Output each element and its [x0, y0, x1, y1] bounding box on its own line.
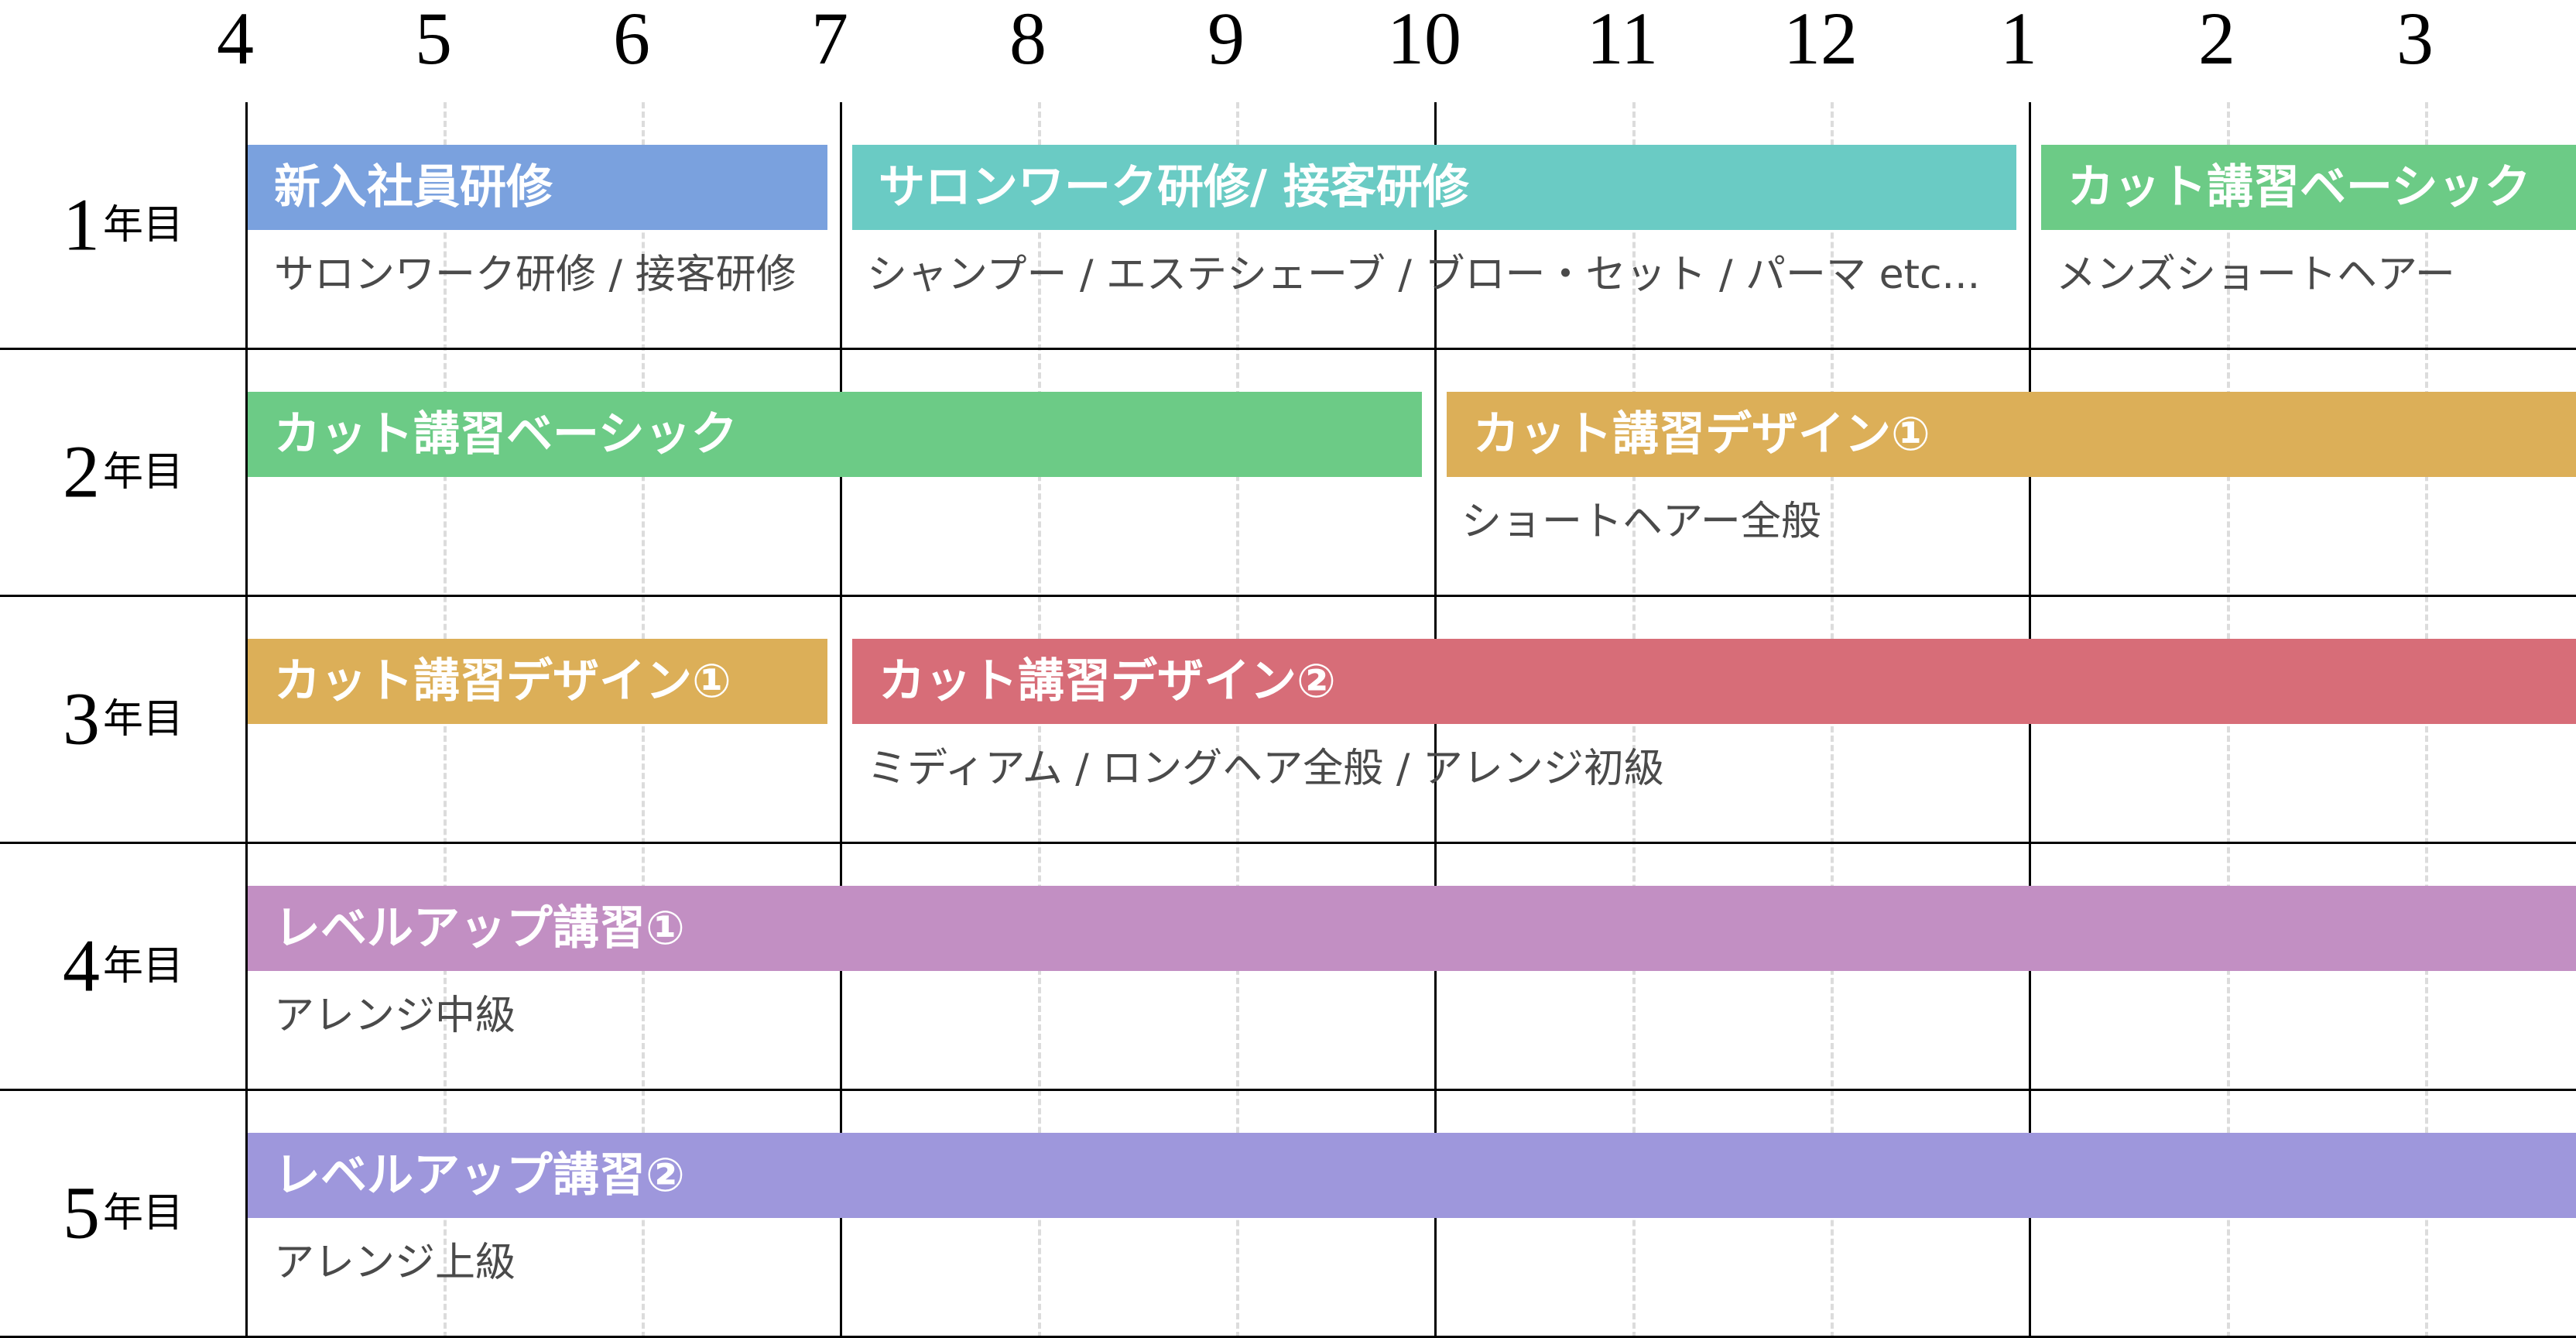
course-note: アレンジ上級	[274, 1240, 516, 1286]
course-note: アレンジ中級	[274, 993, 516, 1039]
row-divider	[0, 348, 2576, 350]
year-label: 2年目	[0, 417, 246, 526]
course-bar: カット講習ベーシック	[248, 392, 1422, 477]
month-label: 6	[613, 0, 650, 80]
quarter-gridline	[245, 102, 248, 1338]
month-label: 2	[2198, 0, 2235, 80]
month-label: 9	[1208, 0, 1245, 80]
course-bar: 新入社員研修	[248, 145, 827, 230]
month-label: 3	[2396, 0, 2434, 80]
course-note: シャンプー / エステシェーブ / ブロー・セット / パーマ etc...	[867, 252, 1981, 298]
year-suffix: 年目	[102, 201, 183, 249]
row-divider	[0, 1336, 2576, 1338]
year-suffix: 年目	[102, 448, 183, 496]
course-bar: レベルアップ講習②	[248, 1133, 2576, 1218]
row-divider	[0, 842, 2576, 844]
month-label: 7	[811, 0, 848, 80]
month-label: 5	[415, 0, 452, 80]
year-number: 3	[62, 677, 100, 760]
year-label: 4年目	[0, 911, 246, 1020]
course-bar: カット講習デザイン①	[1447, 392, 2576, 477]
year-suffix: 年目	[102, 1189, 183, 1237]
month-label: 8	[1009, 0, 1046, 80]
course-bar: レベルアップ講習①	[248, 886, 2576, 971]
course-note: ミディアム / ロングヘア全般 / アレンジ初級	[867, 746, 1664, 792]
row-divider	[0, 595, 2576, 597]
year-suffix: 年目	[102, 695, 183, 743]
course-note: メンズショートヘアー	[2056, 252, 2455, 298]
month-label: 1	[2000, 0, 2037, 80]
year-label: 5年目	[0, 1158, 246, 1267]
year-number: 5	[62, 1171, 100, 1254]
row-divider	[0, 1089, 2576, 1091]
year-label: 3年目	[0, 664, 246, 773]
month-label: 10	[1387, 0, 1461, 80]
year-label: 1年目	[0, 170, 246, 279]
course-bar: カット講習ベーシック	[2041, 145, 2576, 230]
course-bar: カット講習デザイン①	[248, 639, 827, 724]
course-bar: カット講習デザイン②	[852, 639, 2576, 724]
course-note: サロンワーク研修 / 接客研修	[274, 252, 796, 298]
year-suffix: 年目	[102, 942, 183, 990]
month-label: 11	[1586, 0, 1659, 80]
course-note: ショートヘアー全般	[1461, 499, 1821, 545]
year-number: 2	[62, 430, 100, 513]
quarter-gridline	[840, 102, 842, 1338]
year-number: 1	[62, 183, 100, 266]
course-bar: サロンワーク研修/ 接客研修	[852, 145, 2016, 230]
year-number: 4	[62, 924, 100, 1007]
month-label: 12	[1783, 0, 1858, 80]
month-label: 4	[217, 0, 254, 80]
